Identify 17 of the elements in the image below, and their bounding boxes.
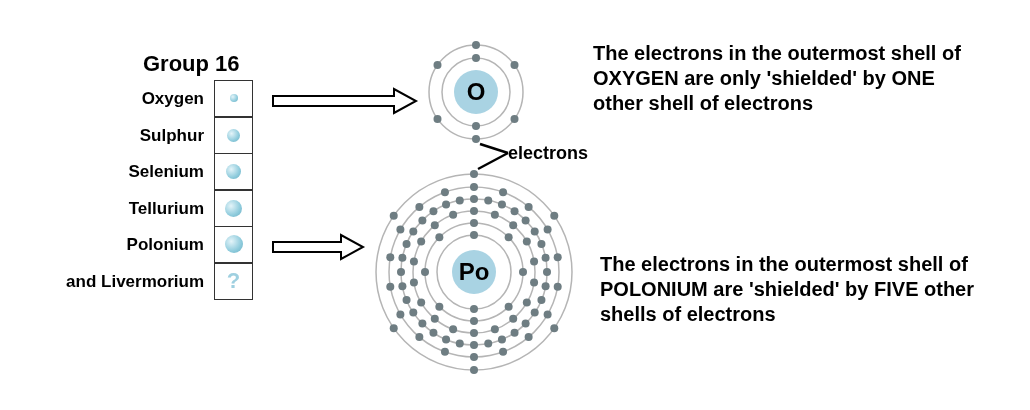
- leader-line: [477, 151, 509, 171]
- group-heading: Group 16: [143, 50, 240, 78]
- callout-text: electrons: [508, 142, 589, 165]
- explanation-text: The electrons in the outermost shell of OXYGEN are only 'shielded' by ONE other shell of electrons: [593, 41, 962, 116]
- block-arrow: [272, 87, 419, 115]
- question-mark: ?: [226, 270, 241, 292]
- nucleus: O: [454, 70, 498, 114]
- explanation-text: The electrons in the outermost shell of POLONIUM are 'shielded' by FIVE other shells of electrons: [600, 252, 976, 327]
- element-name: Tellurium: [127, 197, 205, 220]
- block-arrow: [272, 233, 366, 261]
- element-name: and Livermorium: [65, 270, 205, 293]
- element-name: Selenium: [127, 160, 205, 183]
- element-name: Sulphur: [138, 124, 205, 147]
- element-name: Oxygen: [140, 87, 205, 110]
- element-name: Polonium: [125, 233, 205, 256]
- nucleus: Po: [452, 250, 496, 294]
- leader-line: [479, 142, 509, 155]
